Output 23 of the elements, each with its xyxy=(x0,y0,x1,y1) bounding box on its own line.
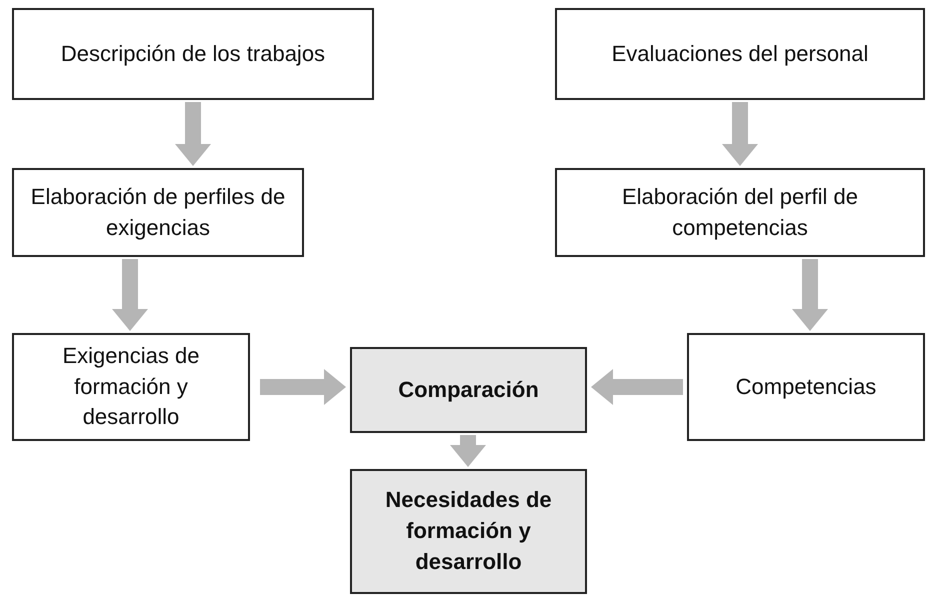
block-arrow xyxy=(112,259,148,331)
box-text: Comparación xyxy=(398,376,539,404)
box-text: Descripción de los trabajos xyxy=(60,40,326,68)
box-text: Elaboración del perfil de competencias xyxy=(620,182,860,242)
process-box xyxy=(687,333,925,441)
box-text: Exigencias de formación y desarrollo xyxy=(62,342,200,432)
box-text: Competencias xyxy=(736,372,876,401)
process-box xyxy=(350,469,587,594)
process-box xyxy=(12,333,250,441)
process-box xyxy=(350,347,587,433)
box-text: Evaluaciones del personal xyxy=(612,40,868,68)
block-arrow xyxy=(175,102,211,166)
process-box xyxy=(555,168,925,257)
box-text: Necesidades de formación y desarrollo xyxy=(384,486,553,576)
block-arrow xyxy=(591,369,683,405)
block-arrow xyxy=(722,102,758,166)
process-box xyxy=(12,168,304,257)
block-arrow xyxy=(260,369,346,405)
process-box xyxy=(12,8,374,100)
block-arrow xyxy=(450,435,486,467)
box-text: Elaboración de perfiles de exigencias xyxy=(30,182,286,242)
process-box xyxy=(555,8,925,100)
block-arrow xyxy=(792,259,828,331)
